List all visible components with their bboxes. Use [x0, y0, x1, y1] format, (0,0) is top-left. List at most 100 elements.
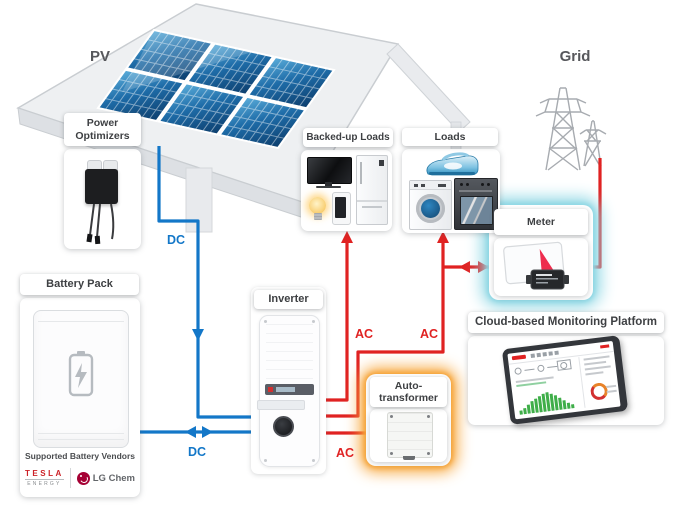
inverter-lcd: [276, 387, 295, 392]
bulb-base: [314, 213, 322, 220]
lg-circle-icon: [76, 471, 90, 485]
screw-dot: [312, 459, 315, 462]
oven-knob: [487, 183, 490, 186]
optimizer-cables: [86, 203, 115, 245]
tesla-energy-logo: TESLA ENERGY: [25, 468, 64, 487]
battery-seam: [37, 433, 125, 434]
dashboard-text-line: [585, 371, 604, 376]
battery-pack-title: Battery Pack: [20, 274, 139, 295]
oven-handle: [459, 190, 492, 192]
screw-dot: [390, 452, 393, 455]
screw-dot: [427, 415, 430, 418]
refrigerator-icon: [356, 155, 388, 225]
power-optimizers-box: [64, 149, 141, 249]
solar-cell-grid: [187, 44, 273, 95]
monitor-bar: [562, 400, 567, 410]
screw-dot: [264, 459, 267, 462]
auto-transformer-title: Auto-transformer: [370, 377, 447, 407]
panel-highlight: [122, 30, 252, 92]
solar-cell-grid: [98, 70, 184, 121]
ac-label-transformer: AC: [335, 446, 355, 460]
washer-knob: [414, 184, 418, 187]
battery-charge-icon: [68, 351, 94, 397]
inverter-box: [251, 287, 326, 474]
transmission-towers-icon: [535, 87, 607, 171]
light-bulb-icon: [309, 197, 326, 214]
dc-arrow-right: [202, 426, 213, 438]
tesla-wordmark: TESLA: [25, 468, 64, 478]
battery-vendors-caption: Supported Battery Vendors: [24, 451, 136, 461]
inverter-icon: [257, 315, 320, 467]
solar-cell-grid: [159, 83, 245, 134]
phone-screen: [335, 197, 346, 218]
ac-line-inverter-backedup: [324, 240, 349, 402]
inverter-title: Inverter: [254, 290, 323, 309]
ac-arrow-left-meter: [459, 261, 470, 273]
ac-line-inverter-loads: [324, 240, 445, 418]
inverter-ledge: [257, 400, 305, 410]
ac-arrow-up-backedup: [341, 231, 353, 243]
cloud-platform-title: Cloud-based Monitoring Platform: [468, 312, 664, 333]
dashboard-button: [600, 344, 610, 349]
solar-panel-module: [127, 30, 213, 81]
lg-chem-logo: LG Chem: [76, 471, 135, 485]
meter-icon: [503, 241, 569, 290]
smartphone-icon: [332, 192, 351, 225]
monitor-bar-chart: [518, 389, 575, 415]
battery-pack-box: Supported Battery Vendors TESLA ENERGY L…: [20, 298, 140, 497]
fridge-handle: [360, 162, 362, 184]
cloud-platform-box: [468, 335, 664, 425]
washer-knob: [421, 184, 425, 187]
battery-seam: [37, 321, 125, 322]
dc-arrow-left: [185, 426, 196, 438]
battery-vendor-logos: TESLA ENERGY LG Chem: [20, 465, 140, 491]
dashboard-logo: [511, 354, 527, 361]
inverter-logo-dot: [268, 387, 273, 392]
dashboard-text-line: [606, 384, 617, 389]
logo-divider: [69, 468, 71, 488]
fridge-divider: [357, 200, 387, 202]
transformer-gland: [403, 456, 415, 460]
screw-dot: [312, 320, 315, 323]
solar-cell-grid: [248, 57, 334, 108]
dc-label-pv: DC: [166, 233, 186, 247]
oven-window: [460, 196, 493, 225]
lg-chem-wordmark: LG Chem: [92, 472, 135, 484]
backed-up-loads-box: [301, 150, 392, 231]
dashboard-text-line: [584, 365, 611, 371]
loads-title: Loads: [402, 128, 498, 146]
inverter-dc-switch-knob: [273, 416, 294, 437]
oven-knob: [466, 183, 469, 186]
power-optimizers-title: Power Optimizers: [64, 113, 141, 146]
dc-line-pv-to-inverter: [157, 146, 254, 419]
solar-panel-module: [159, 83, 245, 134]
battery-seam: [37, 439, 125, 440]
inverter-display: [265, 384, 314, 395]
backed-up-loads-title: Backed-up Loads: [303, 128, 393, 147]
washing-machine-icon: [409, 180, 452, 230]
ac-arrow-up-loads: [437, 231, 449, 243]
washer-glass: [421, 199, 440, 218]
tv-stand: [325, 182, 332, 186]
oven-knob: [460, 183, 463, 186]
battery-icon: [33, 310, 129, 448]
dashboard-text-line: [606, 389, 617, 393]
meter-title: Meter: [494, 209, 588, 235]
monitor-bar: [571, 404, 575, 409]
solar-cell-grid: [127, 30, 213, 81]
grid-label: Grid: [559, 48, 591, 65]
monitor-bar: [519, 410, 523, 415]
solar-panel-module: [248, 57, 334, 108]
solar-panel-module: [220, 97, 306, 148]
solar-panel-module: [187, 44, 273, 95]
ac-label-backedup: AC: [354, 327, 374, 341]
monitoring-tablet-icon: [501, 335, 629, 425]
fridge-drawer-handle: [362, 206, 382, 208]
iron-icon: [426, 152, 479, 176]
dc-arrow-down: [192, 329, 204, 341]
pv-label: PV: [89, 48, 110, 65]
oven-knob: [481, 183, 484, 186]
